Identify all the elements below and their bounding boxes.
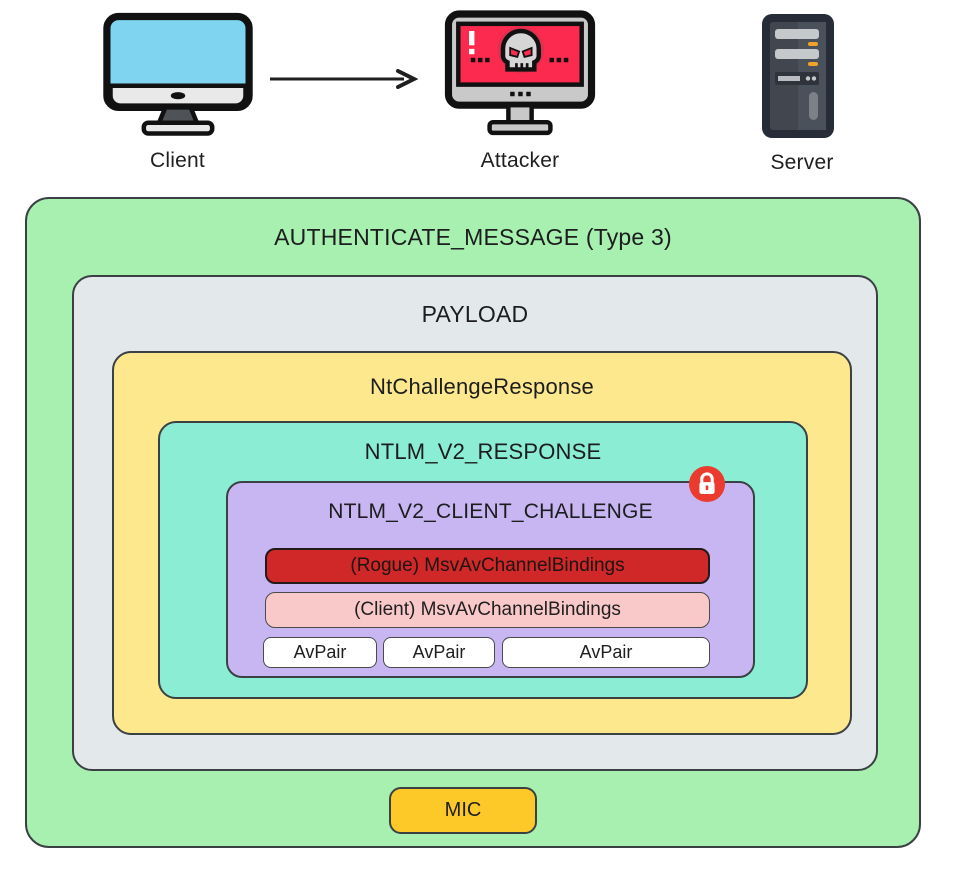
ntlm-v2-response-box: NTLM_V2_RESPONSE NTLM_V2_CLIENT_CHALLENG… <box>158 421 808 699</box>
server-tower-icon <box>759 12 845 145</box>
actor-server: Server <box>752 12 852 175</box>
nt-challenge-response-title: NtChallengeResponse <box>370 374 594 399</box>
mic-box: MIC <box>389 787 537 834</box>
av-pair-box: AvPair <box>383 637 495 668</box>
av-pair-box: AvPair <box>263 637 377 668</box>
authenticate-message-box: AUTHENTICATE_MESSAGE (Type 3) PAYLOAD Nt… <box>25 197 921 848</box>
actor-attacker: Attacker <box>440 8 600 173</box>
client-label: Client <box>150 149 205 172</box>
payload-title: PAYLOAD <box>421 301 529 327</box>
lock-icon <box>688 465 726 503</box>
ntlm-v2-response-title: NTLM_V2_RESPONSE <box>364 439 602 464</box>
actor-client: Client <box>95 12 260 173</box>
authenticate-message-title: AUTHENTICATE_MESSAGE (Type 3) <box>274 224 672 250</box>
rogue-channel-bindings-bar: (Rogue) MsvAvChannelBindings <box>265 548 710 584</box>
nt-challenge-response-box: NtChallengeResponse NTLM_V2_RESPONSE <box>112 351 852 735</box>
client-channel-bindings-bar: (Client) MsvAvChannelBindings <box>265 592 710 628</box>
ntlm-v2-client-challenge-title: NTLM_V2_CLIENT_CHALLENGE <box>328 500 653 523</box>
attacker-label: Attacker <box>480 149 560 172</box>
ntlm-v2-client-challenge-box: NTLM_V2_CLIENT_CHALLENGE (Rogue) MsvAvCh… <box>226 465 755 678</box>
arrow-right-icon <box>268 69 419 94</box>
client-monitor-icon <box>98 12 258 143</box>
server-label: Server <box>770 151 834 174</box>
av-pair-box: AvPair <box>502 637 710 668</box>
attacker-skull-monitor-icon <box>444 8 596 143</box>
payload-box: PAYLOAD NtChallengeResponse NTLM_V2_RESP… <box>72 275 878 771</box>
